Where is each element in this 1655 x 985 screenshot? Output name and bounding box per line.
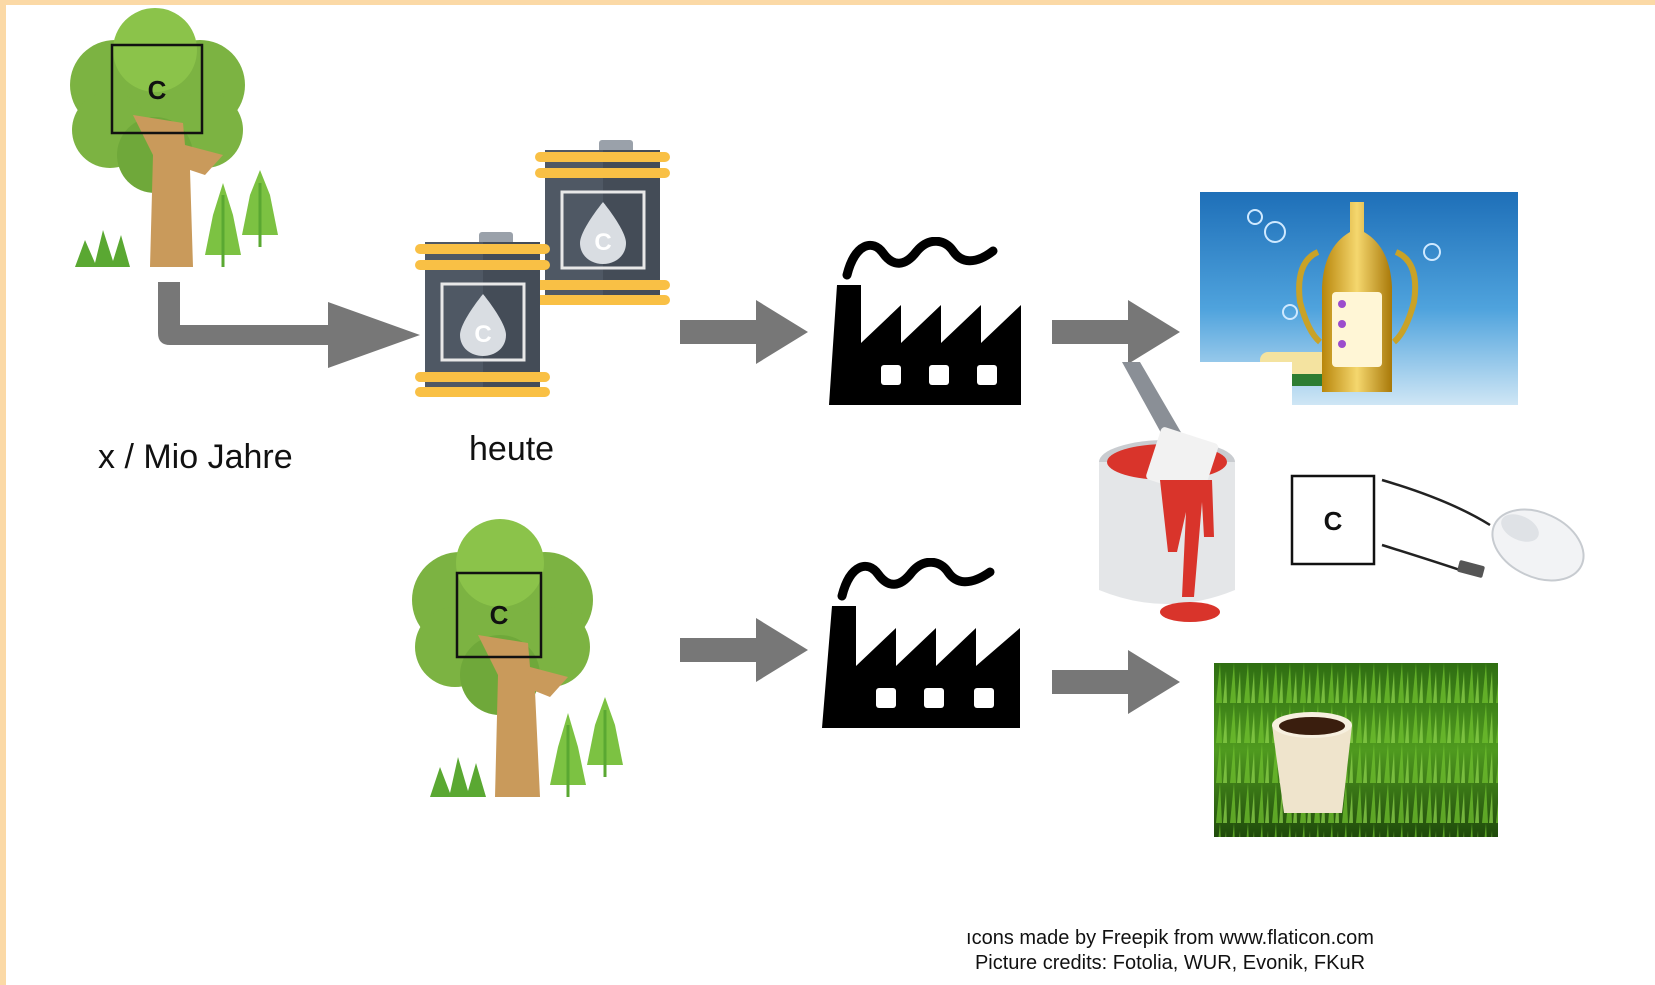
paint-can-product-image — [1082, 362, 1292, 640]
oil-barrel-front: C — [415, 232, 550, 397]
detergent-product-image — [1200, 192, 1518, 405]
oil-barrel-back: C — [535, 140, 670, 305]
arrow-icon-factory-to-products-top — [1052, 300, 1180, 364]
carbon-box-outline — [1290, 474, 1376, 566]
tree-icon-past: C — [70, 8, 278, 267]
arrow-icon-factory-to-products-bottom — [1052, 650, 1180, 714]
computer-mouse-product-image: C — [1290, 474, 1585, 582]
svg-text:C: C — [594, 229, 611, 256]
carbon-box-outline — [455, 571, 543, 659]
image-credits: ıcons made by Freepik from www.flaticon.… — [930, 926, 1410, 976]
arrow-icon-barrel-to-factory — [680, 300, 808, 364]
credits-line-pictures: Picture credits: Fotolia, WUR, Evonik, F… — [974, 952, 1366, 974]
carbon-label: C — [1324, 506, 1343, 536]
carbon-label: C — [148, 75, 167, 105]
svg-text:C: C — [474, 321, 491, 348]
arrow-icon-tree-to-factory — [680, 618, 808, 682]
arrow-icon-tree-to-barrel — [158, 282, 420, 368]
tree-icon-today: C — [412, 519, 623, 797]
frame-border-left — [0, 0, 6, 985]
oil-barrel-icon-group: C C — [415, 140, 670, 397]
label-past: x / Mio Jahre — [98, 438, 293, 476]
frame-border-top — [0, 0, 1655, 5]
label-today: heute — [469, 430, 555, 468]
factory-icon-top — [829, 237, 1021, 405]
coffee-cup-product-image — [1214, 663, 1498, 837]
credits-line-icons: ıcons made by Freepik from www.flaticon.… — [966, 927, 1374, 949]
factory-icon-bottom — [822, 558, 1020, 728]
carbon-label: C — [490, 600, 509, 630]
carbon-box-outline — [110, 43, 204, 135]
